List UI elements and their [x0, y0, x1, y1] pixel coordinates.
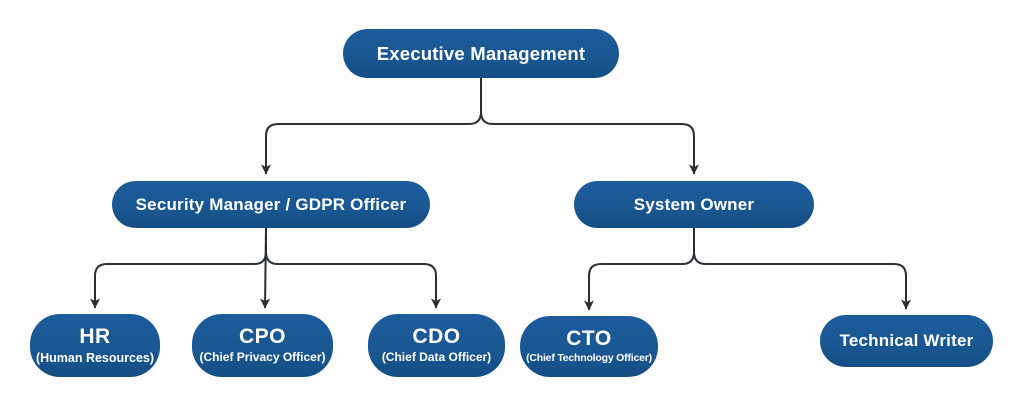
node-technical-writer: Technical Writer — [820, 315, 993, 367]
edge-exec-to-security-manager — [261, 78, 482, 175]
node-executive-management: Executive Management — [343, 29, 619, 78]
node-security-manager: Security Manager / GDPR Officer — [112, 181, 430, 228]
edge-security-manager-to-hr — [90, 228, 267, 309]
node-sublabel: (Human Resources) — [35, 350, 155, 365]
edge-security-manager-to-cdo — [265, 228, 441, 309]
node-label: CDO — [412, 325, 461, 349]
edge-exec-to-system-owner — [480, 78, 699, 175]
node-cdo: CDO (Chief Data Officer) — [368, 314, 505, 377]
node-hr: HR (Human Resources) — [30, 314, 160, 377]
node-label: System Owner — [633, 194, 755, 214]
node-cto: CTO (Chief Technology Officer) — [520, 316, 658, 377]
node-label: CPO — [238, 325, 286, 349]
edge-system-owner-to-cto — [584, 228, 695, 311]
node-cpo: CPO (Chief Privacy Officer) — [192, 314, 333, 377]
node-sublabel: (Chief Technology Officer) — [526, 352, 652, 365]
node-label: Technical Writer — [839, 331, 974, 350]
node-label: Executive Management — [376, 42, 586, 64]
node-label: Security Manager / GDPR Officer — [135, 194, 407, 214]
node-sublabel: (Chief Privacy Officer) — [199, 350, 326, 365]
edge-system-owner-to-technical-writer — [693, 228, 911, 310]
node-sublabel: (Chief Data Officer) — [381, 350, 492, 365]
node-label: CTO — [566, 327, 612, 351]
node-system-owner: System Owner — [574, 181, 814, 228]
node-label: HR — [79, 324, 111, 348]
